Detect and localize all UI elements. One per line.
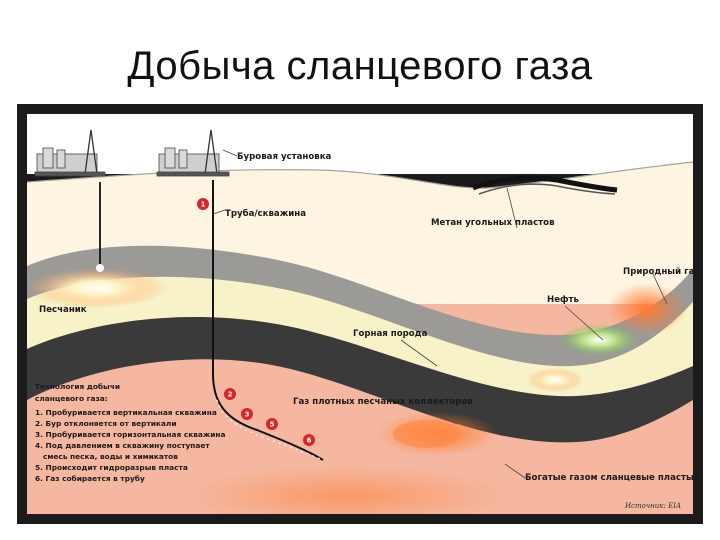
diagram-svg: 1 2 3 5 6 Буровая установка Труба/скважи… <box>17 104 703 524</box>
marker-2: 2 <box>224 388 236 400</box>
label-tight-sand: Газ плотных песчаных коллекторов <box>293 397 473 407</box>
marker-1: 1 <box>197 198 209 210</box>
marker-3: 3 <box>241 408 253 420</box>
tech-step-1: 1. Пробуривается вертикальная скважина <box>35 408 217 417</box>
label-natural-gas: Природный газ <box>623 267 699 277</box>
marker-5: 5 <box>266 418 278 430</box>
label-sandstone: Песчаник <box>39 305 87 315</box>
marker-2-label: 2 <box>228 391 233 399</box>
oil-pocket-glow <box>527 368 583 392</box>
label-pipe: Труба/скважина <box>225 208 306 219</box>
tech-step-4: 4. Под давлением в скважину поступает <box>35 441 210 450</box>
slide-title: Добыча сланцевого газа <box>0 44 720 89</box>
sandstone-glow <box>27 268 167 308</box>
tech-heading-line-1: Технология добычи <box>35 382 120 391</box>
label-rock: Горная порода <box>353 329 428 339</box>
label-rig: Буровая установка <box>237 152 332 162</box>
source-note: Источник: EIA <box>624 502 681 510</box>
label-coal-methane: Метан угольных пластов <box>431 218 555 228</box>
well-left-tip <box>96 264 104 272</box>
tech-step-4-cont: смесь песка, воды и химикатов <box>43 452 178 461</box>
label-oil: Нефть <box>547 295 580 305</box>
marker-5-label: 5 <box>270 421 275 429</box>
marker-3-label: 3 <box>245 411 250 419</box>
marker-6-label: 6 <box>307 437 312 445</box>
oil-glow <box>559 324 639 356</box>
tech-step-2: 2. Бур отклоняется от вертикали <box>35 419 177 428</box>
label-shale: Богатые газом сланцевые пласты <box>525 473 694 483</box>
tech-heading-line-2: сланцевого газа: <box>35 394 108 403</box>
shale-gas-diagram: 1 2 3 5 6 Буровая установка Труба/скважи… <box>17 104 703 524</box>
sky <box>27 114 693 174</box>
tech-step-5: 5. Происходит гидроразрыв пласта <box>35 463 188 472</box>
tech-step-6: 6. Газ собирается в трубу <box>35 474 145 483</box>
marker-1-label: 1 <box>201 201 206 209</box>
marker-6: 6 <box>303 434 315 446</box>
tech-step-3: 3. Пробуривается горизонтальная скважина <box>35 430 226 439</box>
